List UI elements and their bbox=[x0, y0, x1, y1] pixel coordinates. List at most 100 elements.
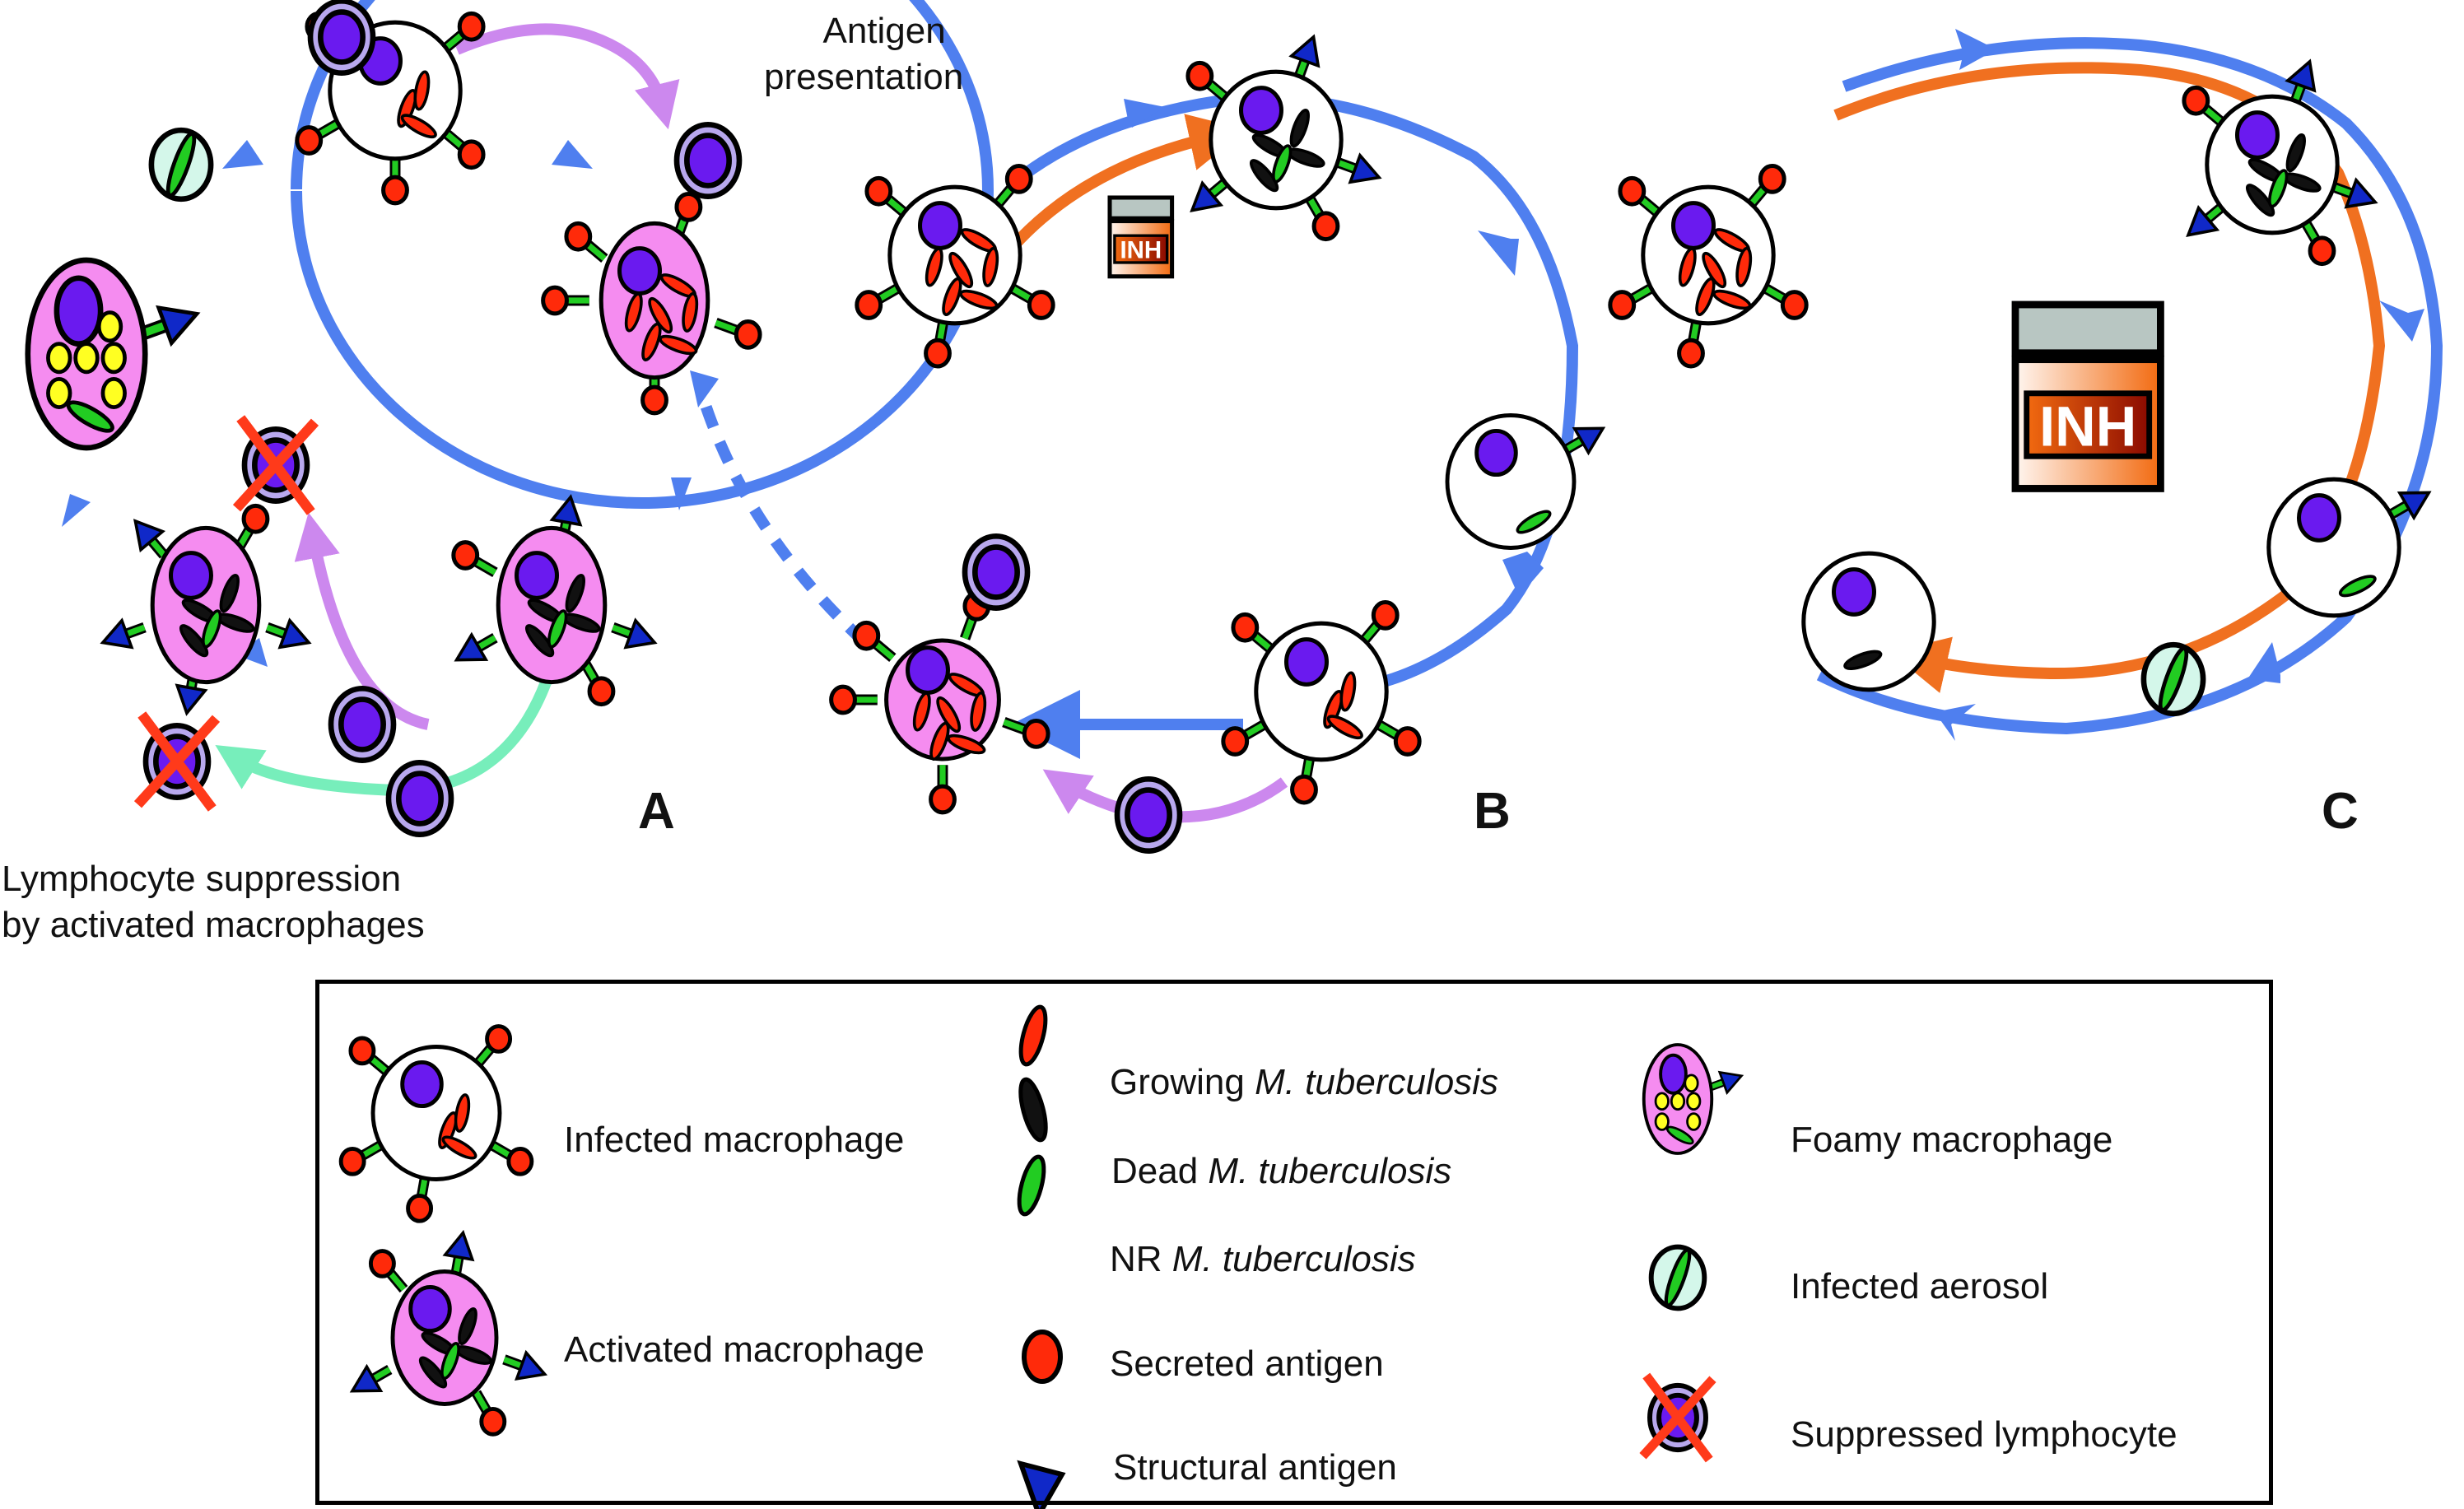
secreted-antigen-icon bbox=[457, 139, 486, 170]
secreted-antigen-icon bbox=[674, 191, 703, 222]
inh-drug-jar-c: INH bbox=[2011, 300, 2164, 492]
structural-antigen-icon bbox=[2285, 58, 2317, 93]
activated-macrophage bbox=[100, 503, 312, 716]
annotation-line: by activated macrophages bbox=[2, 905, 425, 945]
lymphocyte-suppression-label: Lymphocyte suppression by activated macr… bbox=[2, 856, 425, 948]
legend-label-activated-macrophage: Activated macrophage bbox=[564, 1330, 925, 1370]
grow-bacillus-icon bbox=[641, 322, 662, 361]
nr-bacillus-icon bbox=[440, 1342, 460, 1380]
grow-bacillus-icon bbox=[624, 292, 643, 333]
nucleus-icon bbox=[1284, 637, 1329, 687]
nr-bacillus-icon bbox=[66, 400, 114, 433]
dead-bacillus-icon bbox=[1249, 159, 1279, 193]
structural-antigen-icon bbox=[2396, 491, 2432, 521]
panel-b bbox=[1008, 91, 1579, 823]
structural-antigen-icon bbox=[549, 494, 583, 527]
nucleus-icon bbox=[408, 1284, 452, 1334]
grow-bacillus-icon bbox=[970, 691, 987, 732]
structural-antigen-icon bbox=[442, 1229, 475, 1262]
secreted-antigen-icon bbox=[1758, 163, 1786, 194]
activated-macrophage bbox=[451, 494, 658, 707]
grow-bacillus-icon bbox=[929, 721, 950, 761]
legend-label-structural-antigen: Structural antigen bbox=[1113, 1447, 1397, 1488]
lymphocyte bbox=[673, 121, 743, 200]
secreted-antigen-icon bbox=[1618, 175, 1647, 207]
grow-bacillus-icon bbox=[1735, 246, 1753, 287]
activated-macrophage bbox=[1185, 34, 1382, 242]
panel-letter-c: C bbox=[2322, 783, 2359, 840]
grow-bacillus-icon bbox=[1702, 251, 1727, 289]
antigen-presentation-label: Antigen presentation bbox=[764, 8, 963, 100]
lipid-droplet-icon bbox=[1654, 1092, 1670, 1111]
legend-italic: M. tuberculosis bbox=[1171, 1239, 1416, 1279]
grow-bacillus-icon bbox=[982, 246, 999, 287]
nucleus-icon bbox=[1671, 201, 1716, 250]
secreted-antigen-icon bbox=[485, 1024, 513, 1054]
activated-macrophage bbox=[829, 590, 1050, 815]
activated-macrophage bbox=[2182, 58, 2378, 267]
grow-bacillus-icon bbox=[936, 696, 962, 734]
structural-antigen-icon bbox=[156, 305, 201, 347]
nr-bacillus-icon bbox=[1272, 144, 1293, 184]
secreted-antigen-icon bbox=[1221, 726, 1250, 757]
nucleus-icon bbox=[169, 551, 213, 600]
annotation-line: Antigen bbox=[822, 11, 946, 51]
lymphocyte bbox=[962, 533, 1031, 612]
secreted-antigen-icon bbox=[640, 384, 668, 416]
grow-bacillus-icon bbox=[413, 70, 431, 111]
nucleus-icon bbox=[2297, 493, 2341, 543]
nucleus-icon bbox=[1239, 86, 1283, 135]
nucleus-icon bbox=[400, 1060, 444, 1109]
structural-antigen-icon bbox=[454, 631, 489, 662]
legend-icon-infected-macrophage bbox=[338, 1024, 534, 1223]
nr-bacillus-icon bbox=[202, 609, 222, 649]
secreted-antigen-icon bbox=[1608, 290, 1637, 320]
infected-macrophage bbox=[295, 11, 486, 206]
lipid-droplet-icon bbox=[73, 342, 100, 375]
secreted-antigen-icon bbox=[924, 338, 952, 369]
lipid-droplet-icon bbox=[96, 310, 123, 343]
nucleus-icon bbox=[906, 645, 950, 695]
structural-antigen-icon bbox=[2344, 177, 2378, 209]
grow-bacillus-icon bbox=[942, 277, 962, 316]
dead-bacillus-icon bbox=[179, 624, 209, 658]
inh-label: INH bbox=[1120, 237, 1162, 264]
grow-bacillus-icon bbox=[659, 334, 698, 356]
lymphocyte bbox=[1114, 775, 1183, 855]
structural-antigen-icon bbox=[100, 617, 134, 650]
nr-bacillus-icon bbox=[547, 609, 568, 649]
inh-drug-jar-b: INH bbox=[1107, 195, 1175, 279]
nr-bacillus-icon bbox=[2338, 575, 2377, 598]
secreted-antigen-icon bbox=[852, 620, 881, 651]
secreted-antigen-icon bbox=[2182, 85, 2210, 116]
cells-layer bbox=[25, 0, 2432, 1509]
infected-aerosol bbox=[148, 127, 214, 203]
legend-icon-foamy-macrophage bbox=[1642, 1043, 1744, 1155]
nucleus-icon bbox=[1474, 428, 1518, 477]
macrophage-with-nr-bacilli bbox=[1445, 413, 1606, 550]
grow-bacillus-icon bbox=[682, 291, 699, 333]
secreted-antigen-icon bbox=[1393, 726, 1422, 757]
lymphocyte bbox=[328, 685, 397, 764]
secreted-antigen-icon bbox=[381, 175, 409, 206]
secreted-antigen-icon bbox=[587, 676, 616, 707]
cycle-arrow-b bbox=[1017, 91, 1579, 693]
dead-bacillus-icon bbox=[418, 1356, 448, 1389]
nucleus-icon bbox=[2235, 110, 2280, 160]
secreted-antigen-icon bbox=[734, 319, 762, 350]
dead-bacillus-icon bbox=[2245, 184, 2275, 217]
legend-text: NR bbox=[1110, 1239, 1172, 1279]
activated-macrophage bbox=[541, 191, 762, 416]
secreted-antigen-icon bbox=[506, 1146, 534, 1176]
legend-italic: M. tuberculosis bbox=[1255, 1062, 1498, 1102]
dashed-arrow-a-to-b bbox=[694, 385, 869, 647]
infected-aerosol bbox=[2140, 641, 2206, 717]
nr-bacillus-icon bbox=[2268, 169, 2289, 208]
legend-label-infected-macrophage: Infected macrophage bbox=[564, 1120, 905, 1160]
nucleus-icon bbox=[918, 201, 962, 250]
structural-antigen-icon bbox=[1348, 152, 1382, 184]
legend-icon-infected-aerosol bbox=[1648, 1244, 1707, 1311]
dead-bacillus-icon bbox=[524, 624, 555, 658]
dead-bacillus-icon bbox=[219, 574, 240, 613]
grow-bacillus-icon bbox=[948, 251, 974, 289]
